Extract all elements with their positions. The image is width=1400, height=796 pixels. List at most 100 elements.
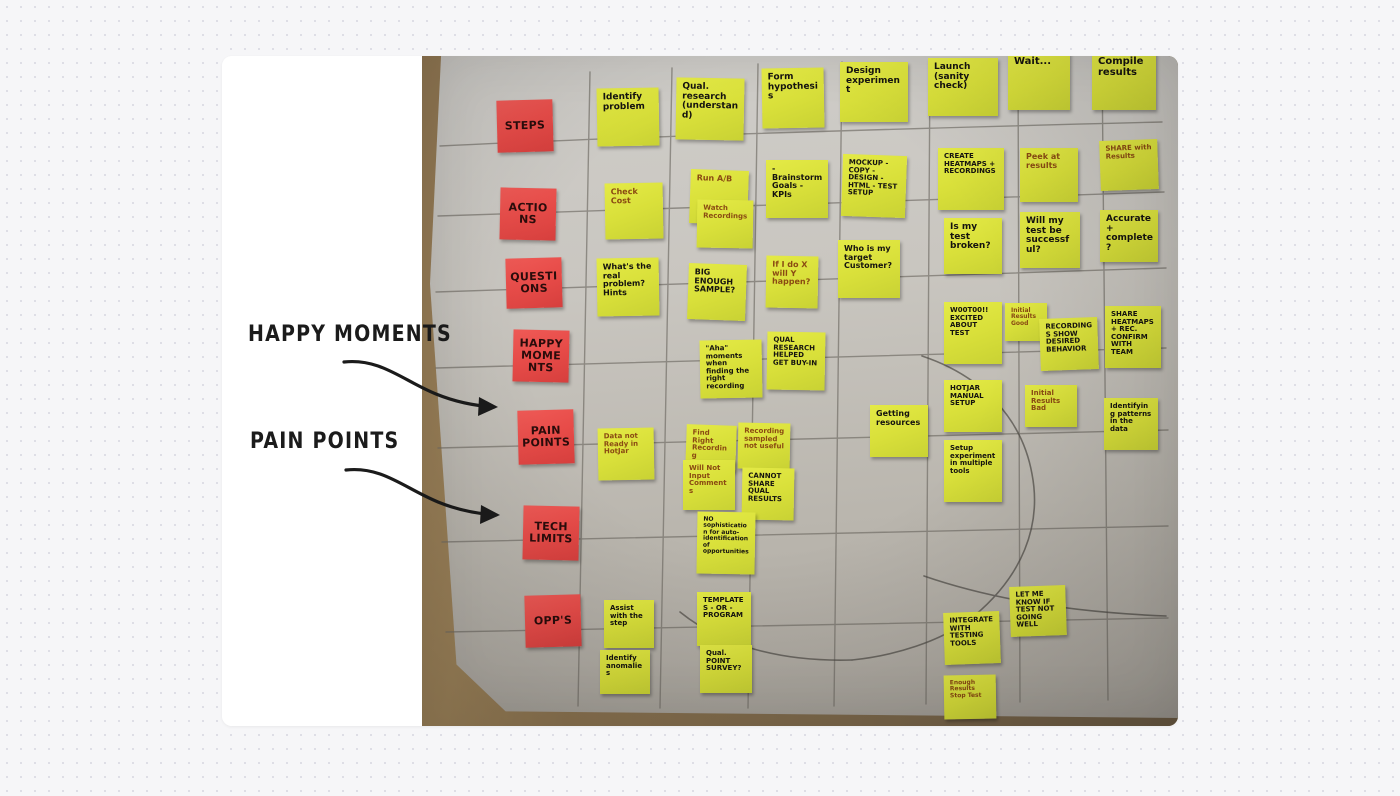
category-note-pain-points: PAIN POINTS [517,409,575,465]
annotation-happy-moments-label: HAPPY MOMENTS [248,321,452,347]
sticky-note-text: Identify anomalies [606,654,643,678]
sticky-note-enough-results-stop-test: Enough Results Stop Test [943,674,997,720]
sticky-note-create-heatmaps-recordings: CREATE HEATMAPS + RECORDINGS [938,148,1004,210]
sticky-note-text: NO sophistication for auto-identificatio… [702,515,749,556]
category-note-actions: ACTIONS [499,187,557,241]
sticky-note-text: Qual. research (understand) [681,81,739,121]
sticky-note-form-hypothesis: Form hypothesis [761,67,825,129]
arrow-pain-points-icon [344,467,500,524]
sticky-note-text: HOTJAR MANUAL SETUP [950,384,984,408]
sticky-note-accurate-complete: Accurate + complete? [1100,210,1158,262]
sticky-note-will-my-test-be-successful: Will my test be successful? [1020,212,1080,268]
annotation-happy-moments: HAPPY MOMENTS [248,321,452,347]
annotation-pain-points: PAIN POINTS [250,428,399,454]
sticky-note-let-me-know-if-test-not-going-well: LET ME KNOW IF TEST NOT GOING WELL [1009,585,1067,637]
sticky-note-text: CANNOT SHARE QUAL RESULTS [747,471,783,503]
sticky-note-brainstorm-goals-kpis: - Brainstorm Goals - KPIs [766,160,828,218]
category-note-label: HAPPY MOMENTS [519,336,564,375]
sticky-note-text: Accurate + complete? [1106,214,1153,254]
workshop-board-photo: STEPS ACTIONS QUESTIONS HAPPY MOMENTS PAIN P… [422,56,1178,726]
sticky-note-getting-resources: Getting resources [870,405,928,457]
sticky-note-text: BIG ENOUGH SAMPLE? [693,267,736,295]
sticky-note-text: QUAL RESEARCH HELPED GET BUY-IN [772,335,818,368]
sticky-note-who-is-my-target-customer: Who is my target Customer? [838,240,900,298]
sticky-note-aha-moments-when-finding-the-right-recor: "Aha" moments when finding the right rec… [699,339,763,399]
sticky-note-text: - Brainstorm Goals - KPIs [772,164,823,199]
category-note-label: TECH LIMITS [529,519,573,546]
sticky-note-identify-problem: Identify problem [596,87,660,147]
sticky-note-qual-point-survey: Qual. POINT SURVEY? [700,645,752,693]
sticky-note-text: Getting resources [876,409,921,427]
sticky-note-text: Identifying patterns in the data [1110,402,1152,433]
category-note-label: PAIN POINTS [521,423,571,450]
sticky-note-text: Watch Recordings [703,203,748,220]
sticky-note-text: W00T00!! EXCITED ABOUT TEST [950,306,989,337]
sticky-note-what-s-the-real-problem-hints: What's the real problem? Hints [596,257,660,317]
sticky-note-text: SHARE HEATMAPS + REC. CONFIRM WITH TEAM [1111,310,1154,356]
category-note-label: QUESTIONS [510,269,558,296]
category-note-opp-s: OPP'S [524,594,582,648]
annotation-panel: HAPPY MOMENTS PAIN POINTS [222,56,500,726]
sticky-note-text: RECORDINGS SHOW DESIRED BEHAVIOR [1045,321,1093,354]
sticky-note-text: Recording sampled not useful [743,426,785,451]
category-note-label: OPP'S [533,613,573,628]
sticky-note-setup-experiment-in-multiple-tools: Setup experiment in multiple tools [944,440,1002,502]
sticky-note-text: Wait... [1014,56,1052,67]
sticky-note-text: What's the real problem? Hints [602,261,652,298]
sticky-note-text: SHARE with Results [1105,143,1152,161]
sticky-note-text: Will Not Input Comments [689,464,727,495]
sticky-note-watch-recordings: Watch Recordings [696,199,754,249]
category-note-happy-moments: HAPPY MOMENTS [512,329,570,383]
sticky-note-launch-sanity-check: Launch (sanity check) [928,58,998,116]
sticky-note-compile-results: Compile results [1092,56,1156,110]
category-note-questions: QUESTIONS [505,257,563,309]
category-note-label: STEPS [504,118,546,133]
sticky-note-peek-at-results: Peek at results [1020,148,1078,202]
sticky-note-if-i-do-x-will-y-happen: If I do X will Y happen? [765,255,819,309]
sticky-note-text: Peek at results [1026,152,1061,170]
sticky-note-integrate-with-testing-tools: INTEGRATE WITH TESTING TOOLS [943,611,1001,665]
arrow-happy-moments-icon [342,359,498,416]
sticky-note-text: TEMPLATES - OR - PROGRAM [703,596,744,620]
sticky-note-text: Compile results [1098,56,1144,78]
sticky-note-check-cost: Check Cost [604,182,664,240]
sticky-note-text: MOCKUP - COPY - DESIGN - HTML - TEST SET… [847,158,898,198]
sticky-note-share-heatmaps-rec-confirm-with-team: SHARE HEATMAPS + REC. CONFIRM WITH TEAM [1105,306,1161,368]
sticky-note-text: Form hypothesis [767,71,819,102]
sticky-note-text: Check Cost [610,186,638,206]
sticky-note-qual-research-helped-get-buy-in: QUAL RESEARCH HELPED GET BUY-IN [766,331,826,391]
image-card: HAPPY MOMENTS PAIN POINTS [222,56,1178,726]
sticky-note-w00t00-excited-about-test: W00T00!! EXCITED ABOUT TEST [944,302,1002,364]
sticky-note-text: INTEGRATE WITH TESTING TOOLS [949,615,994,648]
sticky-note-big-enough-sample: BIG ENOUGH SAMPLE? [687,263,747,321]
category-note-label: ACTIONS [508,200,548,227]
sticky-note-text: Initial Results Good [1011,307,1037,327]
sticky-note-text: Launch (sanity check) [934,62,971,92]
category-note-steps: STEPS [496,99,554,153]
sticky-note-text: Find Right Recording [691,428,728,460]
sticky-note-hotjar-manual-setup: HOTJAR MANUAL SETUP [944,380,1002,432]
sticky-note-text: Enough Results Stop Test [949,678,982,700]
sticky-note-text: Assist with the step [610,604,643,628]
sticky-note-text: Initial Results Bad [1031,389,1061,413]
sticky-note-recordings-show-desired-behavior: RECORDINGS SHOW DESIRED BEHAVIOR [1039,317,1099,371]
sticky-note-text: Design experiment [846,66,900,96]
sticky-note-templates-or-program: TEMPLATES - OR - PROGRAM [697,592,751,646]
sticky-note-wait: Wait... [1008,56,1070,110]
sticky-note-design-experiment: Design experiment [840,62,908,122]
annotation-pain-points-label: PAIN POINTS [250,428,400,454]
sticky-note-is-my-test-broken: Is my test broken? [944,218,1002,274]
sticky-note-qual-research-understand: Qual. research (understand) [675,77,745,141]
sticky-note-identify-anomalies: Identify anomalies [600,650,650,694]
sticky-note-text: If I do X will Y happen? [771,259,811,287]
sticky-note-recording-sampled-not-useful: Recording sampled not useful [737,422,791,470]
sticky-note-text: Is my test broken? [950,222,991,252]
sticky-note-text: Setup experiment in multiple tools [950,444,996,475]
sticky-note-text: LET ME KNOW IF TEST NOT GOING WELL [1015,589,1055,629]
sticky-note-text: Who is my target Customer? [844,244,892,271]
sticky-note-assist-with-the-step: Assist with the step [604,600,654,648]
sticky-note-text: Data not Ready in HotJar [603,431,639,456]
sticky-note-text: Will my test be successful? [1026,216,1070,256]
sticky-note-text: Run A/B [696,173,733,184]
